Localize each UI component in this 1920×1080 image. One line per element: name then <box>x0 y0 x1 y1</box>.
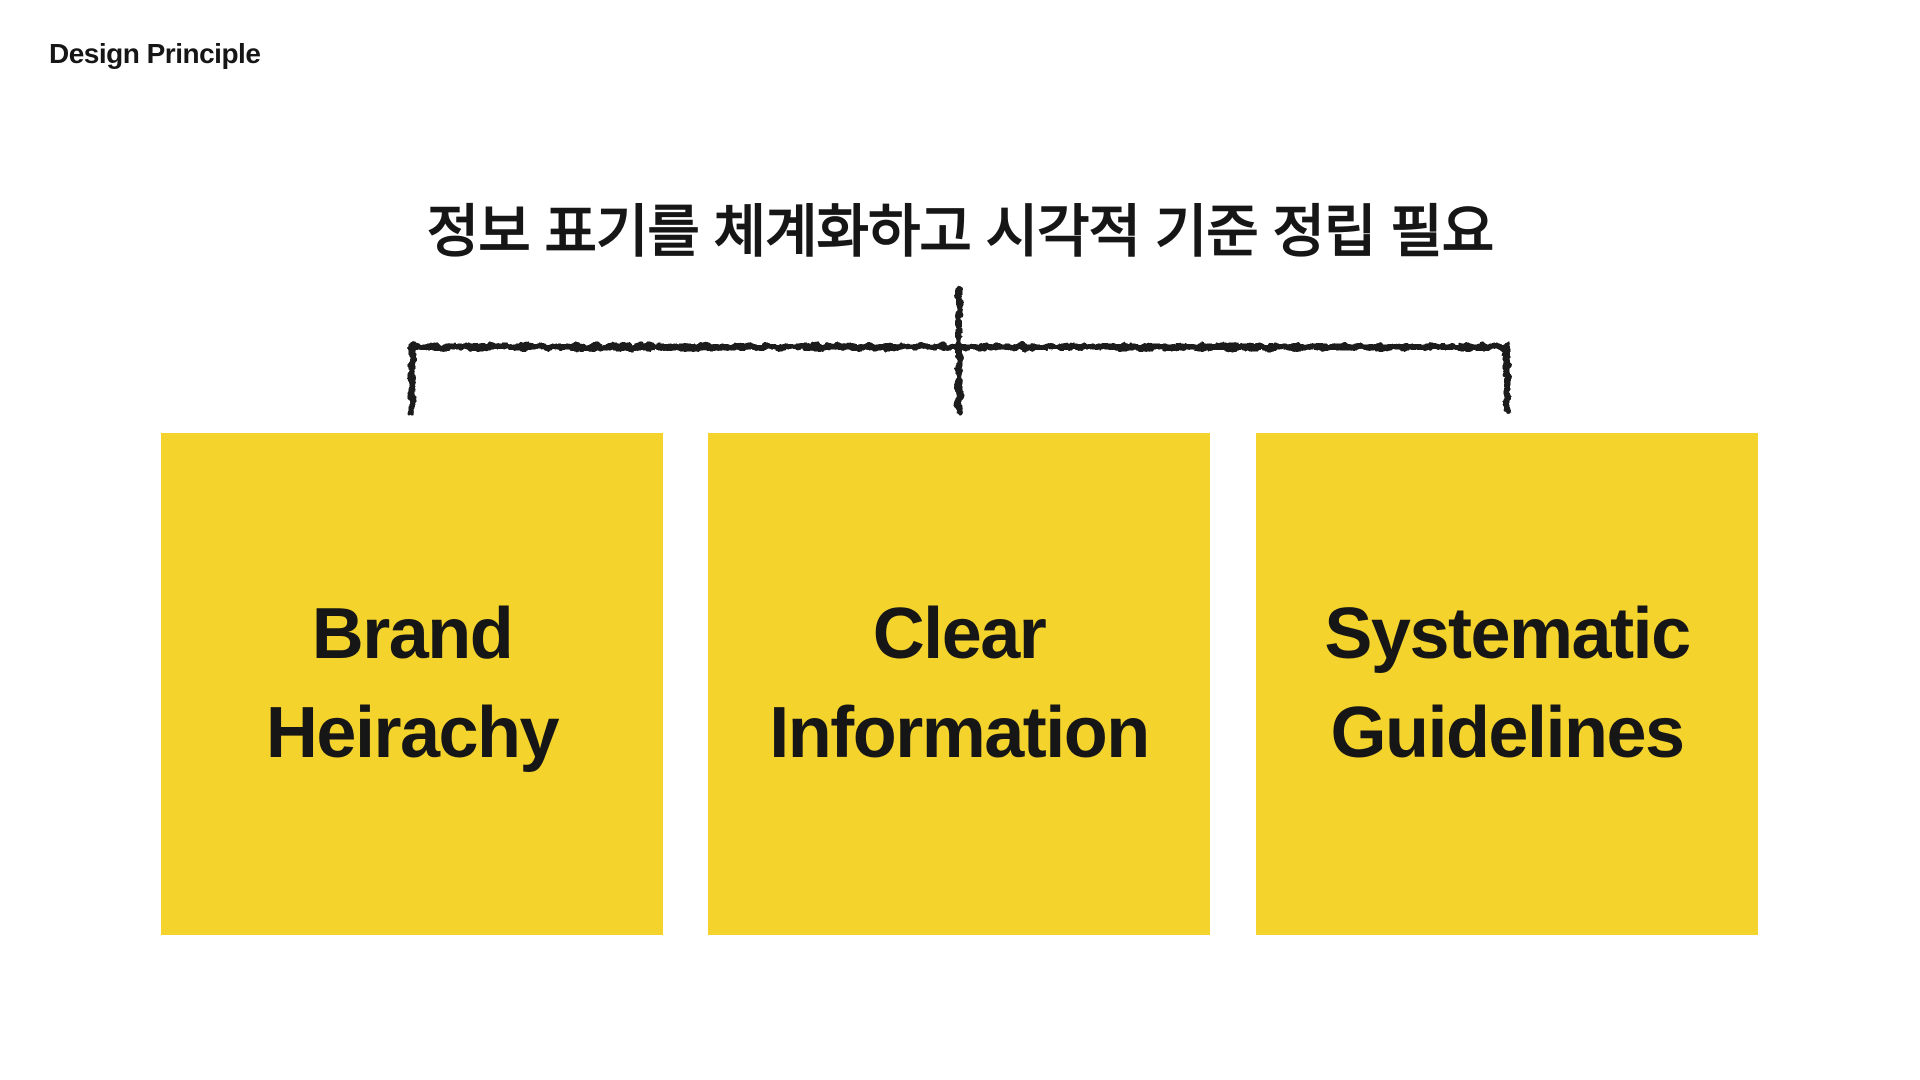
diagram-box-clear-information: Clear Information <box>708 433 1210 935</box>
box-label-line: Clear <box>872 593 1047 674</box>
box-label-line: Guidelines <box>1330 693 1685 773</box>
box-label-line: Brand <box>311 593 514 674</box>
diagram-box-brand-heirachy: Brand Heirachy <box>161 433 663 935</box>
slide-label: Design Principle <box>49 38 261 69</box>
slide-title: 정보 표기를 체계화하고 시각적 기준 정립 필요 <box>426 200 1494 264</box>
box-label-line: Information <box>769 693 1150 773</box>
diagram-box-systematic-guidelines: Systematic Guidelines <box>1256 433 1758 935</box>
box-label-line: Heirachy <box>265 693 560 773</box>
box-label-line: Systematic <box>1324 593 1691 674</box>
